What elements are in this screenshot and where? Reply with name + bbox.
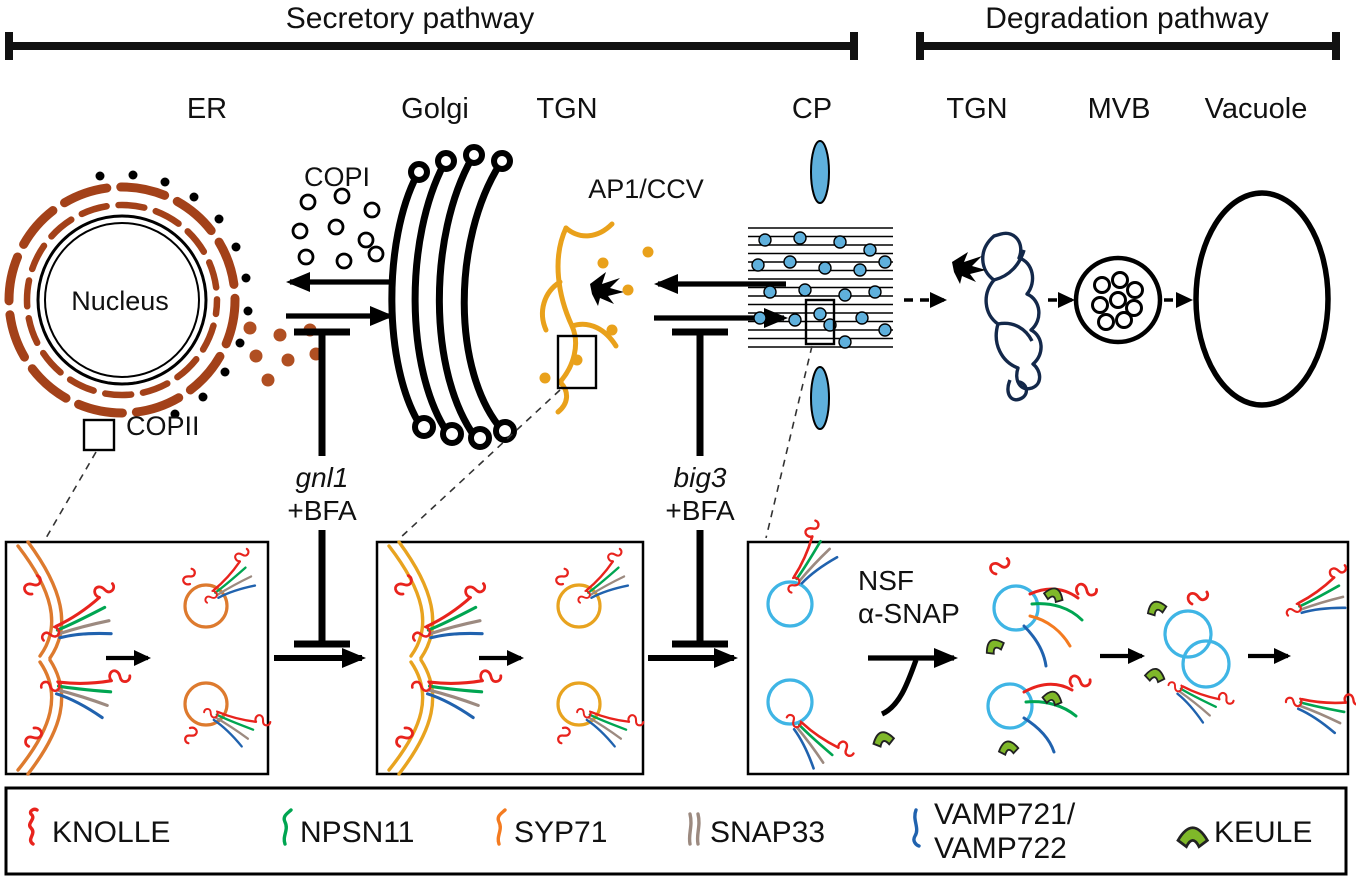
legend-item-vamp: VAMP721/ VAMP722: [912, 798, 1076, 865]
nsf-arrow-branch: [880, 659, 919, 717]
mvb-organelle: [1073, 255, 1163, 345]
legend-item-keule: KEULE: [1176, 816, 1312, 849]
big3-gene-label: big3: [674, 462, 727, 493]
legend-label-npsn11: NPSN11: [300, 816, 415, 849]
secretory-pathway-bracket: Secretory pathway: [5, 2, 858, 60]
tgn-secretory-organelle: AP1/CCV: [399, 174, 704, 539]
nsf-label: NSF: [858, 565, 914, 596]
fusing-vesicle-top: [1163, 609, 1213, 659]
clathrin-shape-degradation: [952, 252, 986, 284]
cell-plate-vesicles: [751, 231, 892, 349]
alpha-snap-label: α-SNAP: [858, 598, 960, 629]
big3-bfa-inhibition: big3 +BFA: [665, 328, 735, 648]
legend-box: [4, 786, 1348, 876]
copi-label: COPI: [304, 162, 370, 192]
legend-label-knolle: KNOLLE: [52, 816, 170, 849]
fusion-vesicle: [766, 678, 814, 726]
cp-panel-connector: [765, 345, 813, 539]
gnl1-bfa-inhibition: gnl1 +BFA: [287, 328, 357, 648]
er-label: ER: [187, 93, 227, 125]
vacuole-organelle: [1193, 190, 1331, 408]
legend-item-knolle: KNOLLE: [27, 807, 170, 849]
legend-label-snap33: SNAP33: [710, 816, 825, 849]
copii-panel-connector: [45, 451, 97, 539]
secretory-bracket-line: [5, 32, 858, 60]
legend-item-snap33: SNAP33: [687, 812, 825, 849]
tgn-degradation-organelle: [952, 231, 1043, 402]
big3-lower-tbar: [672, 530, 728, 648]
tgn-degradation-label: TGN: [946, 93, 1007, 125]
cp-zoom-box: [804, 298, 836, 346]
legend-label-vamp-line2: VAMP722: [934, 832, 1067, 865]
nucleus-label: Nucleus: [71, 286, 169, 316]
tgn-zoom-box: [556, 334, 598, 390]
legend: KNOLLE NPSN11 SYP71 SNAP33 VAMP721/ VAMP…: [4, 786, 1348, 876]
golgi-label: Golgi: [401, 93, 469, 125]
er-membrane-curves: [16, 540, 64, 776]
ap1-ccv-label: AP1/CCV: [588, 174, 704, 204]
ribosome-dots: [95, 170, 253, 419]
er-organelle: Nucleus: [4, 170, 253, 419]
copi-vesicles: [291, 187, 385, 270]
cp-label: CP: [792, 93, 832, 125]
ap1-clathrin-shape: [590, 272, 624, 306]
er-vesicle-bottom: [183, 681, 229, 727]
secretory-pathway-title: Secretory pathway: [286, 2, 534, 35]
vacuole-label: Vacuole: [1205, 93, 1308, 125]
golgi-organelle: [388, 144, 517, 450]
legend-label-keule: KEULE: [1214, 816, 1312, 849]
legend-label-vamp-line1: VAMP721/: [934, 798, 1076, 831]
tgn-secretory-label: TGN: [536, 93, 597, 125]
fusion-vesicle: [766, 580, 814, 628]
er-vesicle-top: [183, 583, 229, 629]
legend-item-npsn11: NPSN11: [282, 808, 415, 849]
tgn-membrane-curves: [387, 540, 435, 776]
gnl1-bfa-label: +BFA: [287, 495, 357, 526]
snare-panel-tgn: [375, 540, 648, 776]
gnl1-upper-tbar: [294, 328, 350, 456]
tgn-vesicle-bottom: [556, 681, 602, 727]
snare-panel-fusion: NSF α-SNAP: [746, 514, 1356, 780]
er-golgi-arrows: [286, 272, 394, 326]
tgn-vesicle-top: [556, 583, 602, 629]
tgn-panel-connector: [399, 389, 561, 539]
fusion-vesicle: [992, 584, 1040, 632]
fusion-vesicle: [986, 682, 1034, 730]
legend-item-syp71: SYP71: [496, 808, 607, 849]
degradation-bracket-line: [916, 32, 1340, 60]
big3-bfa-label: +BFA: [665, 495, 735, 526]
gnl1-lower-tbar: [294, 530, 350, 648]
copii-label: COPII: [126, 411, 200, 441]
cell-plate-organelle: [748, 140, 893, 539]
degradation-pathway-title: Degradation pathway: [985, 2, 1269, 35]
copi-region: COPI: [291, 162, 385, 270]
gnl1-gene-label: gnl1: [296, 462, 349, 493]
snare-panel-er: [4, 540, 275, 776]
legend-label-syp71: SYP71: [514, 816, 607, 849]
mvb-label: MVB: [1088, 93, 1151, 125]
big3-upper-tbar: [672, 328, 728, 456]
cp-bottom-ellipse: [810, 366, 830, 430]
degradation-pathway-bracket: Degradation pathway: [916, 2, 1340, 60]
copii-region: COPII: [45, 321, 323, 539]
cp-top-ellipse: [810, 140, 830, 204]
fusing-vesicle-bottom: [1181, 639, 1231, 689]
copii-zoom-box: [82, 418, 116, 452]
